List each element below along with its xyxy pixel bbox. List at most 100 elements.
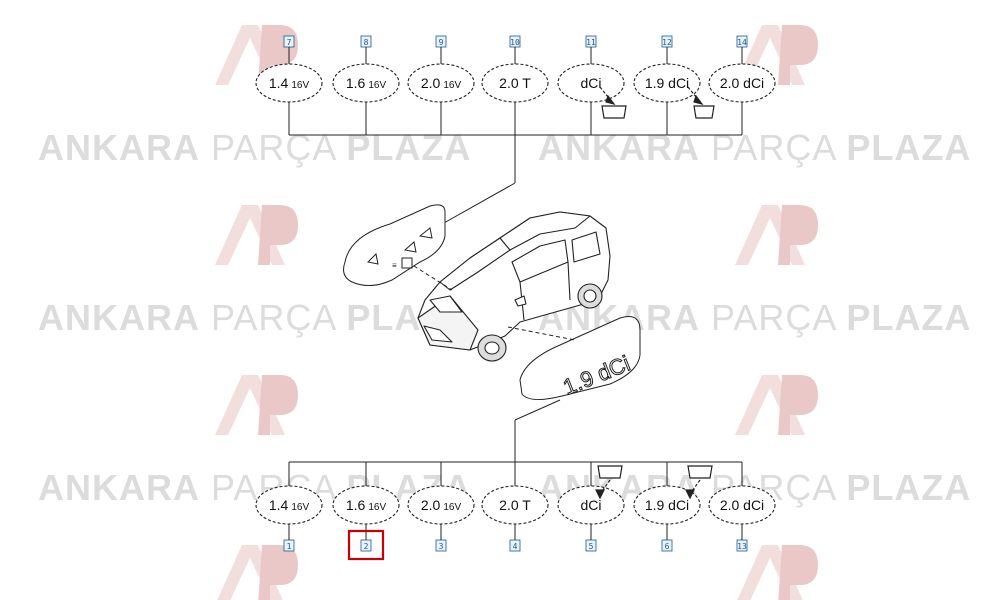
- callout-label: 2: [364, 542, 369, 551]
- bottom-bracket: [288, 399, 743, 486]
- bottom-badge[interactable]: 2.0 dCi 13: [708, 485, 776, 552]
- wm-bold: ANKARA: [38, 467, 200, 508]
- top-badge[interactable]: dCi 11: [557, 35, 625, 103]
- callout-number[interactable]: 12: [661, 35, 673, 48]
- svg-text:≡: ≡: [392, 261, 397, 270]
- badge-label: dCi: [580, 497, 601, 513]
- badge-main: 2.0: [421, 497, 441, 513]
- bottom-small-emblems: [595, 465, 713, 500]
- callout-label: 5: [589, 542, 594, 551]
- badge-label: 2.0 dCi: [720, 75, 764, 91]
- badge-oval: [332, 63, 400, 103]
- top-small-emblems: [599, 86, 715, 119]
- top-badge[interactable]: 1.9 dCi 12: [633, 35, 701, 103]
- callout-label: 13: [737, 542, 747, 551]
- badge-oval: [481, 63, 549, 103]
- leader-rear: [413, 265, 453, 291]
- top-badge[interactable]: 2.0 T 10: [481, 35, 549, 103]
- svg-text:ANKARA PARÇA PLAZA: ANKARA PARÇA PLAZA: [38, 127, 471, 168]
- callout-label: 9: [439, 38, 444, 47]
- callout-number[interactable]: 13: [736, 539, 748, 552]
- bottom-badge[interactable]: dCi 5: [557, 485, 625, 552]
- badge-oval: [332, 485, 400, 525]
- callout-label: 8: [364, 38, 369, 47]
- badge-sub: 16V: [291, 80, 309, 91]
- wm-light: PARÇA: [211, 297, 336, 338]
- leader-side: [507, 326, 576, 341]
- badge-label: 2.0 T: [499, 75, 531, 91]
- badge-main: 1.4: [269, 75, 289, 91]
- bottom-badge[interactable]: 2.0 T 4: [481, 485, 549, 552]
- badge-oval: [407, 63, 475, 103]
- badge-main: 1.6: [346, 75, 366, 91]
- callout-label: 3: [439, 542, 444, 551]
- callout-number[interactable]: 1: [283, 539, 295, 552]
- badge-label: dCi: [580, 75, 601, 91]
- badge-main: 1.9 dCi: [645, 497, 689, 513]
- wm-bold: ANKARA: [38, 297, 200, 338]
- wm-bold: ANKARA: [38, 127, 200, 168]
- wm-bold: ANKARA: [538, 127, 700, 168]
- wm-light: PARÇA: [711, 297, 836, 338]
- top-badge[interactable]: 2.0 dCi 14: [708, 35, 776, 103]
- badge-main: 2.0: [421, 75, 441, 91]
- svg-text:ANKARA PARÇA PLAZA: ANKARA PARÇA PLAZA: [38, 467, 471, 508]
- callout-number[interactable]: 14: [736, 35, 748, 48]
- badge-sub: 16V: [291, 502, 309, 513]
- callout-number[interactable]: 6: [661, 539, 673, 552]
- callout-label: 11: [586, 38, 596, 47]
- badge-main: dCi: [580, 497, 601, 513]
- bottom-badge[interactable]: 1.9 dCi 6: [633, 485, 701, 552]
- callout-number[interactable]: 4: [509, 539, 521, 552]
- badge-oval: [708, 63, 776, 103]
- car-illustration: [417, 211, 611, 362]
- badge-oval: [255, 485, 323, 525]
- callout-number[interactable]: 11: [585, 35, 597, 48]
- callout-number[interactable]: 9: [435, 35, 447, 48]
- callout-label: 12: [662, 38, 672, 47]
- badge-sub: 16V: [368, 80, 386, 91]
- badge-label: 1.9 dCi: [645, 75, 689, 91]
- wm-bold2: PLAZA: [846, 297, 971, 338]
- callout-number[interactable]: 5: [585, 539, 597, 552]
- svg-text:ANKARA PARÇA PLAZA: ANKARA PARÇA PLAZA: [38, 297, 471, 338]
- callout-number[interactable]: 10: [509, 35, 521, 48]
- selected-highlight: [347, 529, 385, 561]
- badge-main: 2.0 dCi: [720, 497, 764, 513]
- badge-oval: [557, 63, 625, 103]
- callout-label: 10: [510, 38, 520, 47]
- wm-bold2: PLAZA: [846, 467, 971, 508]
- badge-main: 2.0 dCi: [720, 75, 764, 91]
- rear-emblem-panel: ≡: [343, 204, 446, 286]
- wm-bold2: PLAZA: [346, 127, 471, 168]
- callout-label: 6: [665, 542, 670, 551]
- svg-text:ANKARA PARÇA PLAZA: ANKARA PARÇA PLAZA: [538, 127, 971, 168]
- badge-sub: 16V: [368, 502, 386, 513]
- wm-light: PARÇA: [211, 127, 336, 168]
- callout-label: 14: [737, 38, 747, 47]
- callout-number[interactable]: 7: [283, 35, 295, 48]
- callout-number[interactable]: 2: [360, 539, 372, 552]
- badge-label: 2.0 T: [499, 497, 531, 513]
- badge-label: 1.9 dCi: [645, 497, 689, 513]
- badge-oval: [407, 485, 475, 525]
- callout-number[interactable]: 8: [360, 35, 372, 48]
- badge-main: dCi: [580, 75, 601, 91]
- callout-number[interactable]: 3: [435, 539, 447, 552]
- badge-main: 1.6: [346, 497, 366, 513]
